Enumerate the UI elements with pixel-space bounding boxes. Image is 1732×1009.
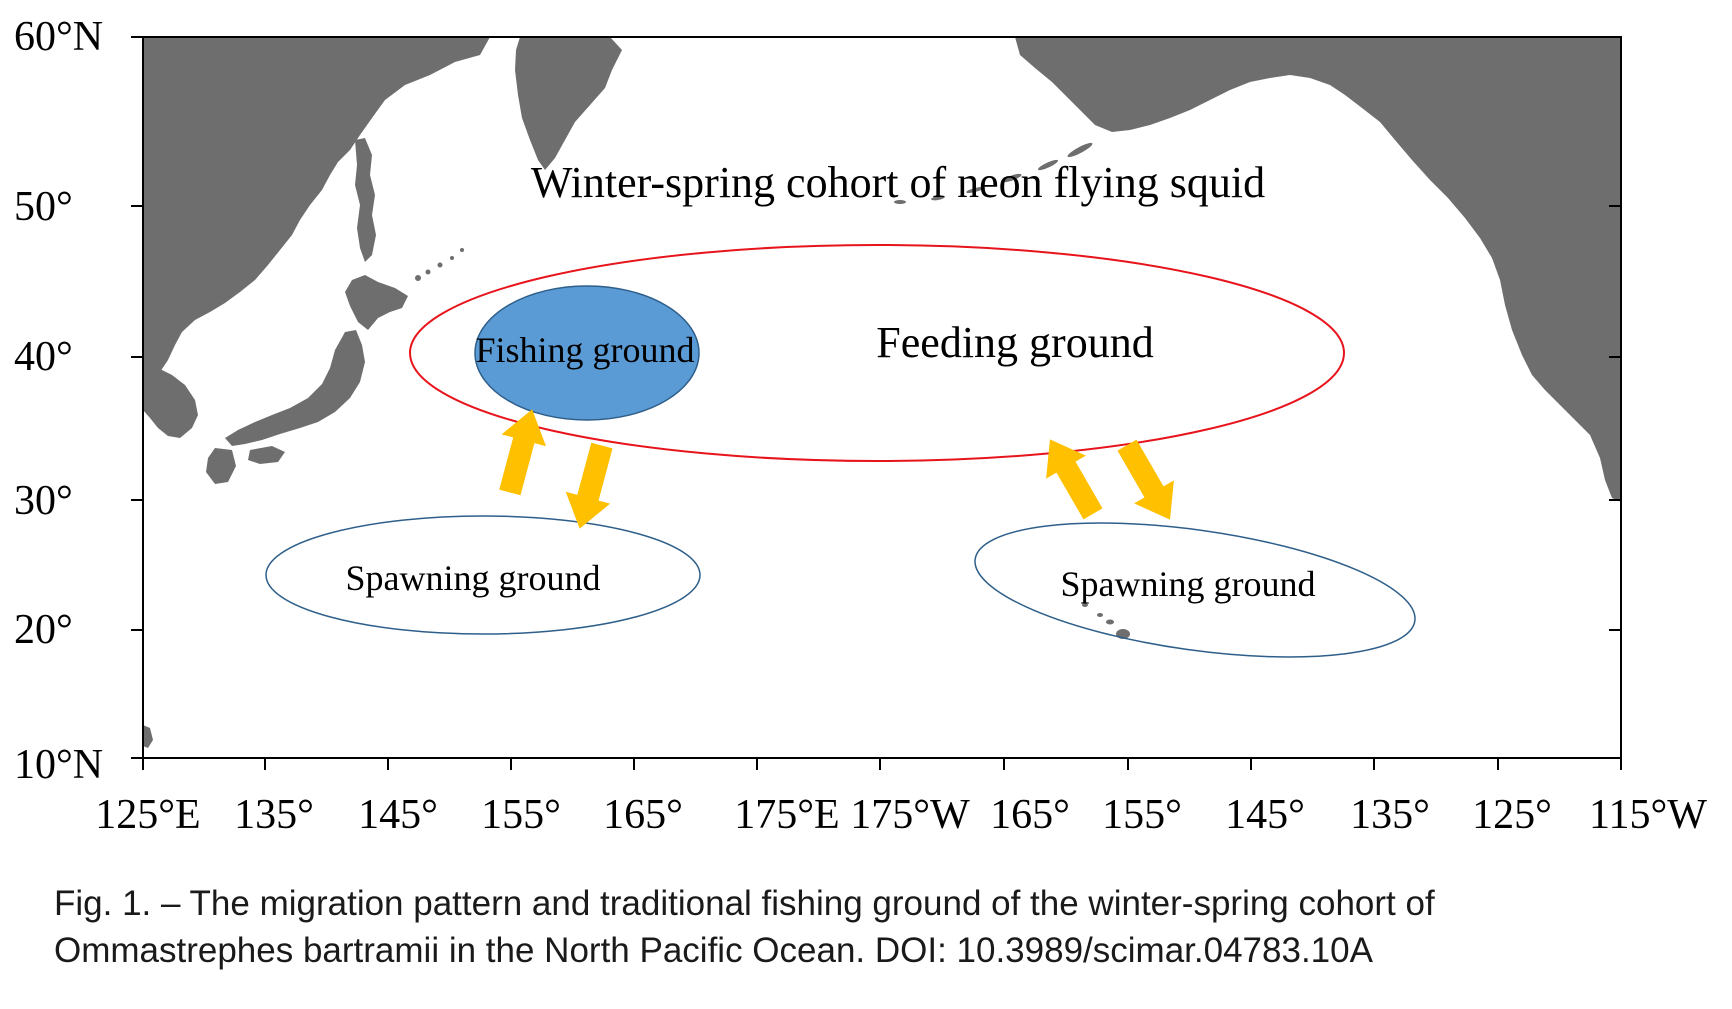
lat-label-10n: 10°N [14, 742, 103, 788]
land-aleutian-islands [894, 142, 1093, 204]
lat-label-30: 30° [14, 478, 73, 524]
lon-label-175w: 175°W [850, 792, 970, 838]
lon-label-175e: 175°E [734, 792, 839, 838]
land-alaska-north-america [1015, 37, 1621, 502]
lon-label-145: 145° [358, 792, 438, 838]
land-sakhalin [355, 138, 376, 262]
land-honshu [225, 330, 365, 446]
arrow-west-north [499, 409, 547, 496]
lon-label-135: 135° [234, 792, 314, 838]
land-taiwan [143, 725, 153, 748]
land-masses [143, 37, 1621, 748]
lon-label-125e: 125°E [95, 792, 200, 838]
lat-label-60n: 60°N [14, 14, 103, 60]
arrow-east-south [1117, 439, 1174, 520]
migration-arrows [499, 409, 1174, 529]
fishing-ground-ellipse [474, 285, 700, 421]
lat-label-50: 50° [14, 184, 73, 230]
map-title: Winter-spring cohort of neon flying squi… [531, 158, 1265, 207]
lat-label-20: 20° [14, 607, 73, 653]
spawning-ground-west-ellipse [265, 515, 701, 635]
land-hokkaido [345, 275, 408, 330]
lon-label-135e: 135° [1350, 792, 1430, 838]
feeding-ground-label: Feeding ground [876, 318, 1153, 367]
arrow-west-south [565, 442, 613, 529]
caption-line-2: Ommastrephes bartramii in the North Paci… [54, 931, 1373, 970]
lon-label-165w: 165° [603, 792, 683, 838]
latitude-ticks [131, 36, 1621, 759]
caption-line-1: Fig. 1. – The migration pattern and trad… [54, 884, 1435, 923]
land-korea [143, 368, 198, 438]
figure-caption: Fig. 1. – The migration pattern and trad… [54, 880, 1694, 974]
lon-label-155e: 155° [1102, 792, 1182, 838]
lon-label-145e: 145° [1225, 792, 1305, 838]
land-shikoku [248, 446, 285, 464]
lon-label-165e: 165° [990, 792, 1070, 838]
land-kamchatka [515, 37, 622, 170]
map-frame [142, 36, 1622, 759]
fishing-ground-label: Fishing ground [475, 330, 694, 370]
spawning-ground-west-label: Spawning ground [346, 558, 601, 598]
longitude-labels: 125°E 135° 145° 155° 165° 175°E 175°W 16… [95, 792, 1707, 838]
land-asia [143, 37, 490, 380]
lon-label-155w: 155° [481, 792, 561, 838]
lon-label-115w: 115°W [1589, 792, 1707, 838]
land-kuril-islands [415, 248, 464, 281]
arrow-east-north [1046, 439, 1103, 520]
lat-label-40: 40° [14, 334, 73, 380]
land-kyushu [206, 448, 236, 484]
lon-label-125: 125° [1472, 792, 1552, 838]
latitude-labels: 60°N 50° 40° 30° 20° 10°N [14, 14, 103, 788]
spawning-ground-east-ellipse [974, 522, 1416, 658]
longitude-ticks [142, 758, 1622, 770]
feeding-ground-ellipse [409, 244, 1345, 462]
spawning-ground-east-label: Spawning ground [1061, 564, 1316, 604]
